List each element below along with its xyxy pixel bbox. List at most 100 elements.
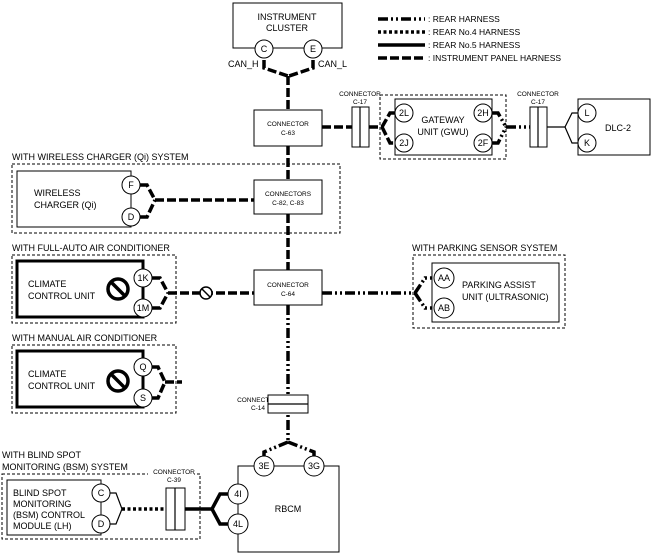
- pin-aa-parking-label: AA: [438, 273, 450, 283]
- wire-manual-q: [152, 365, 167, 383]
- pin-c-bsm: [91, 483, 111, 503]
- climate-auto-label-2: CONTROL UNIT: [28, 291, 96, 301]
- wire-wireless-d: [140, 199, 157, 219]
- wire-gateway-2j: [380, 126, 395, 145]
- wire-rbcm-3g: [287, 440, 316, 458]
- pin-4l-rbcm-label: 4L: [233, 519, 243, 529]
- pin-d-wireless: [121, 207, 141, 227]
- pin-4i-rbcm-label: 4I: [234, 489, 242, 499]
- pin-2f-gateway-label: 2F: [478, 138, 489, 148]
- pin-4l-rbcm: [227, 513, 249, 535]
- wire-dlc-l: [564, 112, 578, 128]
- connector-c63-box: [253, 109, 323, 147]
- pin-2f-gateway: [473, 133, 493, 153]
- pin-1k-climate-label: 1K: [137, 273, 148, 283]
- can-l-label: CAN_L: [318, 59, 347, 69]
- wire-can-h-cluster: [262, 60, 289, 78]
- pin-2h-gateway-label: 2H: [477, 108, 489, 118]
- wire-rbcm-4i: [210, 492, 228, 510]
- pin-e-cluster-label: E: [310, 44, 316, 54]
- wire-parking-ab: [413, 292, 432, 310]
- connector-c17-right: CONNECTOR C-17: [517, 91, 559, 148]
- connector-c63-label-2: C-63: [281, 130, 295, 137]
- connector-c82-box: [253, 179, 323, 215]
- wireless-label-1: WIRELESS: [34, 188, 81, 198]
- legend: : REAR HARNESS : REAR No.4 HARNESS : REA…: [378, 14, 561, 63]
- pin-3g-rbcm: [303, 455, 325, 477]
- pin-3e-rbcm: [253, 455, 275, 477]
- climate-auto-label-1: CLIMATE: [28, 279, 66, 289]
- connector-c82-label-2: C-82, C-83: [272, 200, 304, 207]
- legend-label-rear-no5-harness: : REAR No.5 HARNESS: [428, 40, 520, 50]
- pin-2l-gateway-label: 2L: [399, 108, 409, 118]
- parking-group-border: [412, 254, 566, 329]
- pin-ab-parking: [433, 297, 455, 319]
- pin-4i-rbcm: [227, 483, 249, 505]
- bsm-group: WITH BLIND SPOT MONITORING (BSM) SYSTEM …: [1, 450, 201, 540]
- wire-gateway-2h: [492, 111, 508, 128]
- connector-c63-label-1: CONNECTOR: [267, 121, 309, 128]
- pin-c-cluster: [254, 39, 274, 59]
- bsm-group-title-1: WITH BLIND SPOT: [2, 450, 82, 460]
- pin-l-dlc-label: L: [584, 108, 589, 118]
- connector-c17-right-label-1: CONNECTOR: [517, 91, 559, 98]
- instrument-cluster-label-2: CLUSTER: [266, 23, 309, 33]
- pin-c-cluster-label: C: [261, 44, 268, 54]
- wireless-group-border: [11, 163, 341, 234]
- wire-rbcm-4l: [210, 508, 228, 526]
- full-auto-group-title: WITH FULL-AUTO AIR CONDITIONER: [12, 243, 170, 253]
- bsm-group-border: [1, 473, 201, 540]
- rbcm-box: [237, 465, 340, 553]
- climate-control-unit-manual-box: [15, 349, 145, 409]
- wire-gateway-2f: [492, 126, 508, 145]
- pin-d-bsm: [91, 514, 111, 534]
- pin-2j-gateway-label: 2J: [399, 138, 409, 148]
- pin-k-dlc: [577, 133, 597, 153]
- full-auto-group-border: [11, 254, 177, 324]
- rbcm-label: RBCM: [275, 504, 302, 514]
- connector-c17-left-label-1: CONNECTOR: [339, 91, 381, 98]
- wireless-charger-group: WITH WIRELESS CHARGER (Qi) SYSTEM WIRELE…: [11, 152, 341, 234]
- pin-l-dlc: [577, 103, 597, 123]
- connector-c39-label-2: C-39: [167, 477, 181, 484]
- climate-control-unit-auto-box: [15, 259, 145, 319]
- full-auto-ac-group: WITH FULL-AUTO AIR CONDITIONER CLIMATE C…: [11, 243, 213, 324]
- gateway-unit: GATEWAY UNIT (GWU) 2L 2J 2H 2F: [379, 94, 507, 160]
- connector-c39-label-backdrop: [148, 467, 194, 484]
- pin-1m-climate-label: 1M: [137, 303, 150, 313]
- connector-c39-label-1: CONNECTOR: [153, 469, 195, 476]
- wire-climate-1k: [152, 276, 170, 294]
- wire-manual-s: [152, 381, 167, 400]
- prohibited-small-icon: [199, 286, 213, 300]
- wire-bsm-c: [110, 492, 123, 510]
- gateway-label-1: GATEWAY: [421, 115, 464, 125]
- wire-can-l-cluster: [288, 60, 315, 78]
- parking-label-2: UNIT (ULTRASONIC): [462, 292, 549, 302]
- connector-c14: CONNECTOR C-14: [237, 394, 309, 414]
- gateway-label-2: UNIT (GWU): [417, 127, 468, 137]
- bsm-module-box: [6, 479, 102, 536]
- wireless-group-title: WITH WIRELESS CHARGER (Qi) SYSTEM: [12, 152, 189, 162]
- wire-rbcm-3e: [262, 440, 289, 458]
- pin-f-wireless-label: F: [128, 180, 134, 190]
- gateway-group-border: [379, 94, 507, 160]
- pin-3g-rbcm-label: 3G: [308, 461, 320, 471]
- can-h-label: CAN_H: [228, 59, 259, 69]
- dlc-label: DLC-2: [605, 123, 631, 133]
- parking-group-title: WITH PARKING SENSOR SYSTEM: [412, 243, 557, 253]
- pin-q-manual: [133, 357, 153, 377]
- connector-c64-label-2: C-64: [281, 291, 295, 298]
- pin-2l-gateway: [394, 103, 414, 123]
- manual-group-border: [11, 344, 177, 414]
- pin-2h-gateway: [473, 103, 493, 123]
- wire-climate-1m: [152, 292, 170, 310]
- connector-c82-label-1: CONNECTORS: [265, 191, 312, 198]
- wireless-charger-box: [16, 170, 132, 228]
- legend-label-rear-no4-harness: : REAR No.4 HARNESS: [428, 27, 520, 37]
- connector-c17-right-label-2: C-17: [531, 99, 545, 106]
- connector-c64-label-1: CONNECTOR: [267, 282, 309, 289]
- pin-s-manual: [133, 388, 153, 408]
- connector-c17-left-label-2: C-17: [353, 99, 367, 106]
- legend-label-rear-harness: : REAR HARNESS: [428, 14, 500, 24]
- bsm-label-1: BLIND SPOT: [13, 488, 67, 498]
